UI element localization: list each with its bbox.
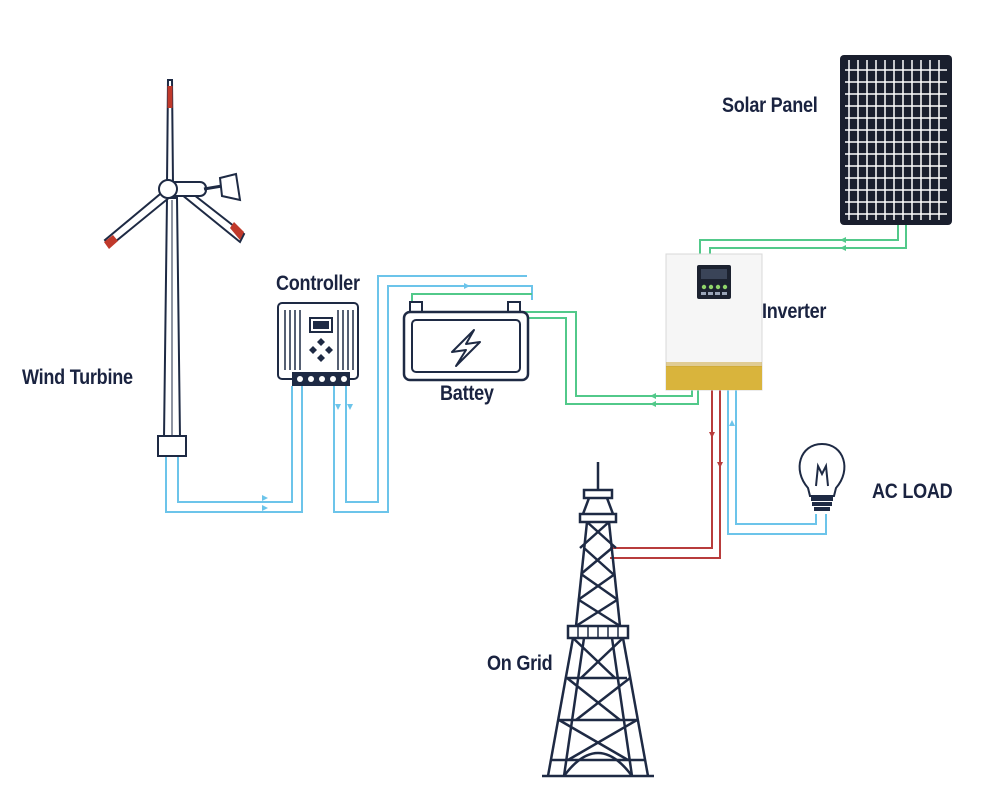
wind-turbine-icon	[103, 79, 246, 457]
battery-label: Battey	[440, 382, 494, 405]
transmission-tower-icon	[542, 462, 654, 778]
wires	[165, 224, 907, 559]
inverter-label: Inverter	[762, 300, 827, 323]
inverter-icon	[665, 253, 763, 391]
wire-inverter-to-grid	[610, 390, 723, 559]
on-grid-label: On Grid	[487, 652, 553, 675]
wire-controller-to-battery	[333, 275, 533, 513]
wire-inverter-to-acload	[727, 390, 827, 535]
controller-label: Controller	[276, 272, 360, 295]
lightning-icon	[451, 329, 481, 367]
wind-turbine-label: Wind Turbine	[22, 366, 133, 389]
wire-solar-to-inverter	[699, 224, 907, 254]
controller-icon	[277, 302, 359, 386]
light-bulb-icon	[798, 442, 846, 511]
ac-load-label: AC LOAD	[872, 480, 953, 503]
wire-battery-to-inverter	[411, 293, 699, 407]
wire-turbine-to-controller	[165, 386, 303, 513]
solar-panel-label: Solar Panel	[722, 94, 818, 117]
solar-panel-icon	[840, 55, 952, 225]
battery-icon	[402, 301, 530, 382]
